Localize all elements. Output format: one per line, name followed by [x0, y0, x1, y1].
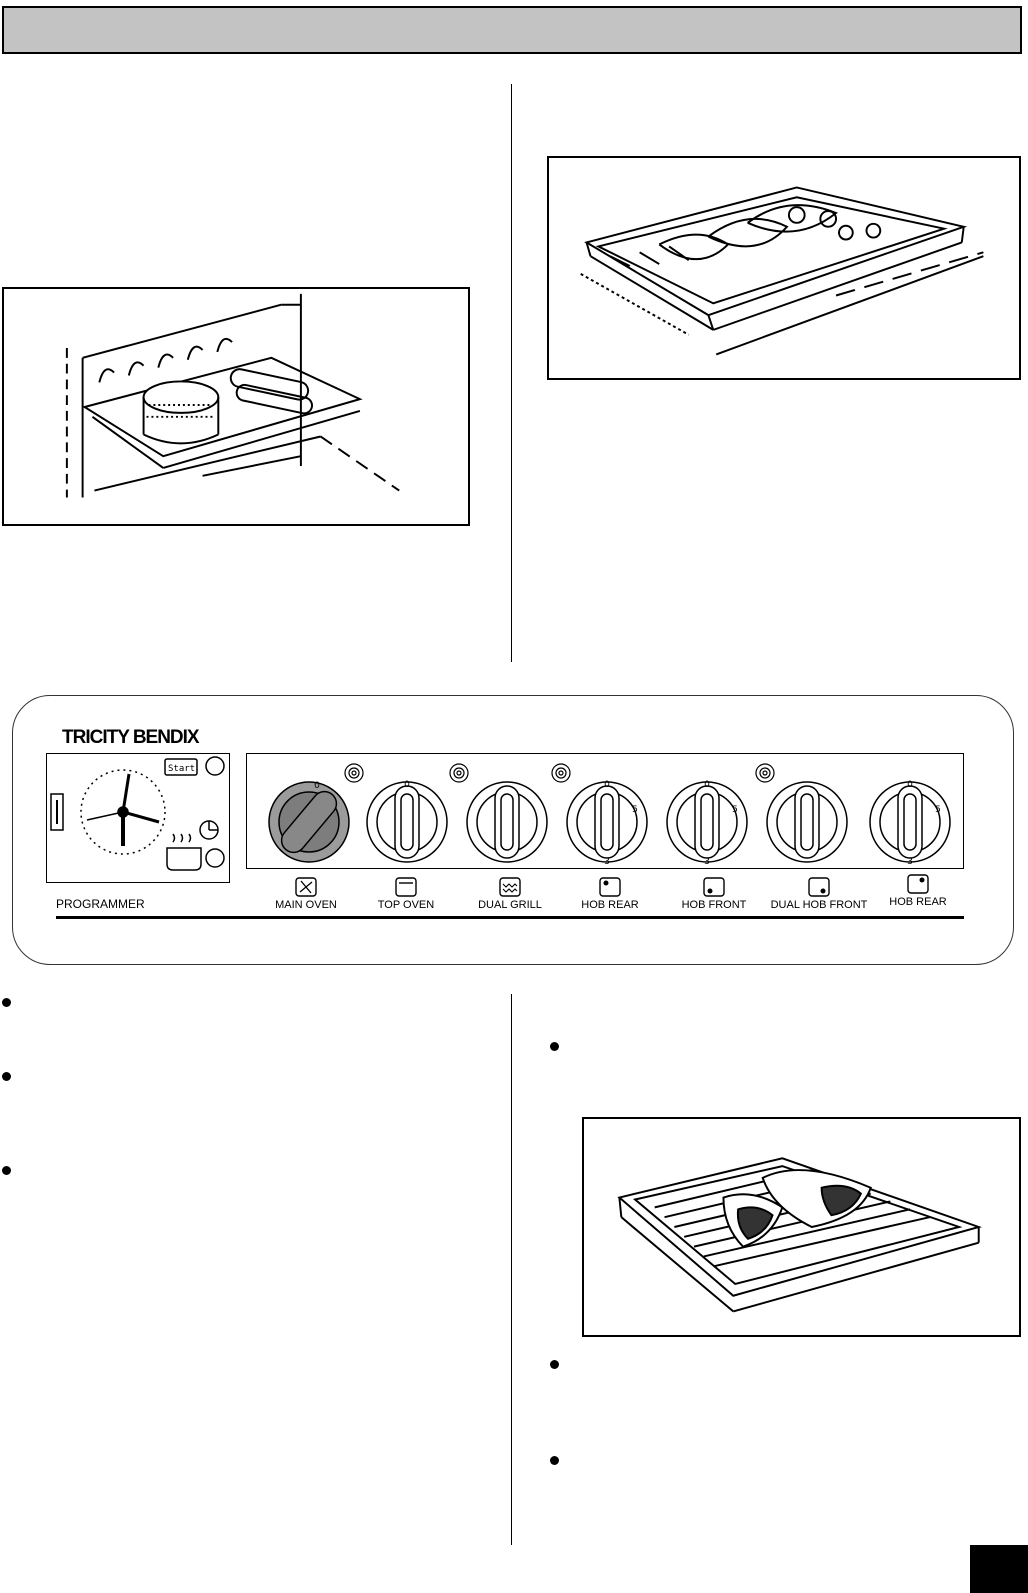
- bullet-point: [550, 1360, 559, 1369]
- indicator-light-icon: [551, 763, 571, 783]
- hob-rear-left-icon: [599, 877, 621, 897]
- knob-tick-label: 0: [604, 780, 610, 790]
- column-divider-bottom: [511, 994, 512, 1545]
- grill-pan-fish-illustration: [547, 156, 1021, 380]
- knob-tick-label: 0: [704, 780, 710, 790]
- knob-tick-label: 3: [604, 857, 610, 867]
- oven-shelf-drawing: [65, 293, 400, 498]
- bullet-point: [550, 1042, 559, 1051]
- knob-tick-label: 5: [935, 805, 941, 815]
- control-hob-rear-right: HOB REAR: [868, 874, 968, 908]
- bullet-point: [2, 1072, 11, 1081]
- control-label: HOB REAR: [889, 896, 947, 908]
- column-divider-top: [511, 84, 512, 662]
- grill-icon: [499, 877, 521, 897]
- page-number-tab: [970, 1545, 1028, 1593]
- hob-front-left-icon: [703, 877, 725, 897]
- top-oven-icon: [395, 877, 417, 897]
- control-hob-rear-left: HOB REAR: [560, 877, 660, 911]
- hob-front-right-icon: [808, 877, 830, 897]
- dual-hob-front-knob: [766, 781, 848, 863]
- grill-pan-chops-illustration: [582, 1117, 1021, 1337]
- programmer-clock[interactable]: Start: [46, 753, 230, 883]
- top-oven-knob: [366, 781, 448, 863]
- knob-tick-label: 3: [907, 857, 913, 867]
- timer-start-icon: [164, 758, 198, 776]
- control-hob-front: HOB FRONT: [664, 877, 764, 911]
- knob-panel-drawing: 0 0 0 0 0 5 5 5 3 3 3: [268, 763, 951, 867]
- control-label: DUAL GRILL: [478, 899, 542, 911]
- fan-icon: [295, 877, 317, 897]
- hob-front-left-knob: [666, 781, 748, 863]
- pot-icon: [166, 847, 202, 871]
- panel-base-line: [56, 916, 964, 919]
- main-oven-knob: [268, 781, 350, 863]
- programmer-label: PROGRAMMER: [56, 897, 145, 911]
- knob-tick-label: 0: [907, 780, 913, 790]
- timer-start-label: Start: [168, 764, 195, 774]
- bullet-point: [550, 1456, 559, 1465]
- control-label: TOP OVEN: [377, 899, 435, 911]
- knob-tick-label: 0: [314, 781, 320, 791]
- programmer-clock-face: Start: [50, 756, 225, 871]
- indicator-light-icon: [449, 763, 469, 783]
- hob-rear-right-knob: [869, 781, 951, 863]
- control-main-oven: MAIN OVEN: [256, 877, 356, 911]
- knob-panel: 0 0 0 0 0 5 5 5 3 3 3: [246, 753, 964, 869]
- grill-pan-fish-drawing: [580, 186, 984, 356]
- timer-start-button: [205, 756, 225, 776]
- knob-tick-label: 5: [632, 805, 638, 815]
- section-header-bar: [2, 6, 1022, 54]
- knob-tick-label: 3: [704, 857, 710, 867]
- hob-rear-left-knob: [566, 781, 648, 863]
- timer-end-button: [205, 848, 225, 868]
- bullet-point: [2, 998, 11, 1007]
- control-label: HOB REAR: [581, 899, 639, 911]
- control-dual-grill: DUAL GRILL: [460, 877, 560, 911]
- hob-rear-right-icon: [907, 874, 929, 894]
- control-label: HOB FRONT: [681, 899, 747, 911]
- knob-tick-label: 5: [732, 805, 738, 815]
- control-top-oven: TOP OVEN: [356, 877, 456, 911]
- bullet-point: [2, 1166, 11, 1175]
- brand-logo: TRICITY BENDIX: [62, 727, 200, 748]
- control-label: DUAL HOB FRONT: [770, 899, 868, 911]
- dual-grill-knob: [466, 781, 548, 863]
- grill-pan-chops-drawing: [617, 1157, 982, 1313]
- clock-adjust-tab: [50, 793, 64, 831]
- control-label: MAIN OVEN: [275, 899, 337, 911]
- indicator-light-icon: [344, 763, 364, 783]
- oven-shelf-illustration: [2, 287, 470, 526]
- control-dual-hob-front: DUAL HOB FRONT: [764, 877, 874, 911]
- knob-tick-label: 0: [404, 780, 410, 790]
- indicator-light-icon: [755, 763, 775, 783]
